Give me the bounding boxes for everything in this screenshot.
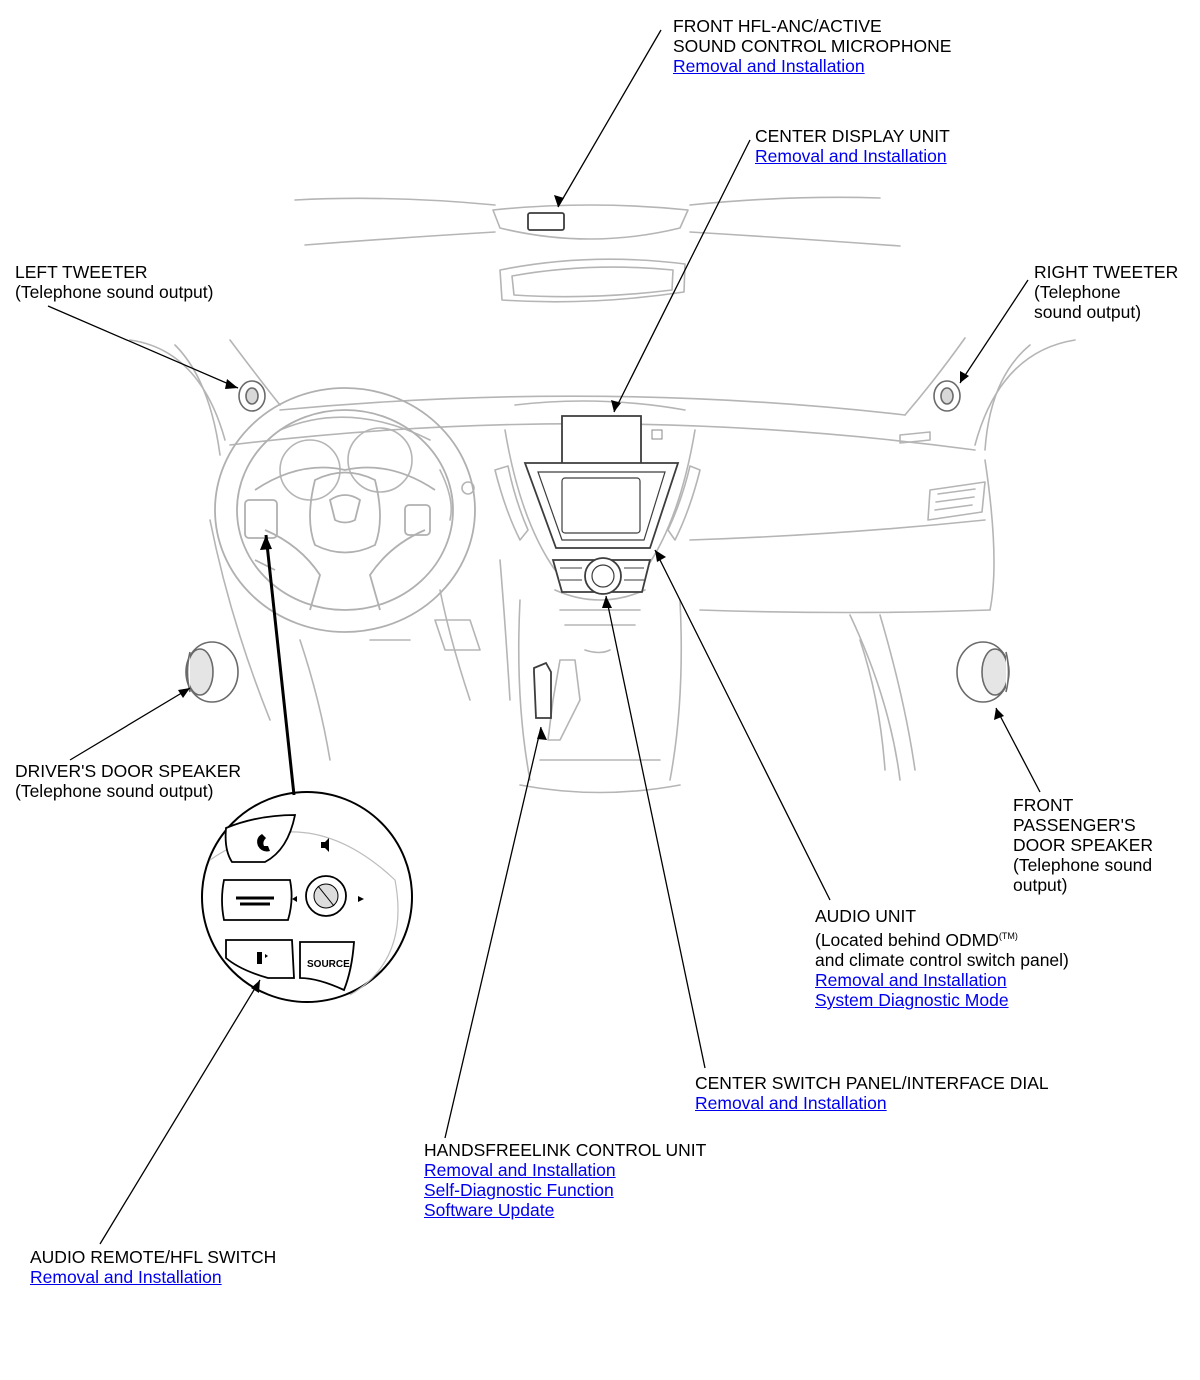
leader-front-mic	[557, 29, 662, 208]
callout-title-line1: FRONT HFL-ANC/ACTIVE	[673, 16, 882, 36]
talk-icon	[257, 952, 268, 964]
callout-line1: FRONT	[1013, 795, 1074, 815]
steering-wheel	[214, 387, 476, 633]
center-display-part	[561, 415, 642, 467]
left-tweeter-part	[238, 380, 266, 412]
center-display-removal-link[interactable]: Removal and Installation	[755, 146, 947, 166]
interior-line-art	[129, 196, 1076, 794]
speaker-icon	[321, 838, 329, 852]
callout-line3: DOOR SPEAKER	[1013, 835, 1154, 855]
leader-center-display	[613, 139, 751, 413]
remote-switch-removal-link[interactable]: Removal and Installation	[30, 1267, 222, 1287]
leader-arrowheads	[178, 195, 1004, 993]
odmd-text: (Located behind ODMD	[815, 930, 999, 950]
leader-right-tweeter	[959, 279, 1029, 384]
callout-hfl-control-unit: HANDSFREELINK CONTROL UNIT Removal and I…	[424, 1140, 706, 1220]
callout-title-line2: SOUND CONTROL MICROPHONE	[673, 36, 952, 56]
hfl-unit-removal-link[interactable]: Removal and Installation	[424, 1160, 616, 1180]
speaker-components	[185, 380, 1010, 703]
callout-title: HANDSFREELINK CONTROL UNIT	[424, 1140, 707, 1160]
right-arrow-icon	[358, 896, 364, 902]
leader-center-switch	[605, 595, 706, 1069]
callout-center-switch-panel: CENTER SWITCH PANEL/INTERFACE DIAL Remov…	[695, 1073, 1049, 1113]
trademark-mark: (TM)	[998, 931, 1018, 941]
callout-line4: (Telephone sound	[1013, 855, 1153, 875]
callout-subtitle-line2: sound output)	[1034, 302, 1142, 322]
center-switch-removal-link[interactable]: Removal and Installation	[695, 1093, 887, 1113]
leader-left-tweeter	[47, 305, 239, 389]
center-switch-panel-part	[551, 557, 652, 595]
callout-left-tweeter: LEFT TWEETER (Telephone sound output)	[15, 262, 213, 302]
callout-subtitle-line1: (Telephone	[1034, 282, 1121, 302]
callout-subtitle-line2: and climate control switch panel)	[815, 950, 1069, 970]
callout-title: CENTER DISPLAY UNIT	[755, 126, 950, 146]
callout-title: DRIVER'S DOOR SPEAKER	[15, 761, 242, 781]
hfl-control-unit-part	[533, 661, 552, 719]
phone-hangup-button-inset	[221, 879, 293, 921]
callout-title: LEFT TWEETER	[15, 262, 148, 282]
callout-title: CENTER SWITCH PANEL/INTERFACE DIAL	[695, 1073, 1049, 1093]
callout-right-tweeter: RIGHT TWEETER (Telephone sound output)	[1034, 262, 1178, 322]
callout-center-display: CENTER DISPLAY UNIT Removal and Installa…	[755, 126, 950, 166]
driver-door-speaker-part	[185, 641, 239, 703]
callout-subtitle: (Telephone sound output)	[15, 781, 214, 801]
callout-title: AUDIO UNIT	[815, 906, 917, 926]
source-label: SOURCE	[307, 959, 350, 970]
audio-unit-removal-link[interactable]: Removal and Installation	[815, 970, 1007, 990]
callout-title: RIGHT TWEETER	[1034, 262, 1179, 282]
callout-front-microphone: FRONT HFL-ANC/ACTIVE SOUND CONTROL MICRO…	[673, 16, 951, 76]
leader-passenger-door	[995, 707, 1041, 793]
phone-icon	[257, 834, 270, 852]
callout-line2: PASSENGER'S	[1013, 815, 1136, 835]
callout-line5: output)	[1013, 875, 1068, 895]
callout-audio-unit: AUDIO UNIT (Located behind ODMD(TM) and …	[815, 906, 1069, 1010]
callout-audio-remote-switch: AUDIO REMOTE/HFL SWITCH Removal and Inst…	[30, 1247, 276, 1287]
leader-audio-unit	[654, 549, 831, 901]
leader-driver-door	[69, 687, 191, 761]
source-button-inset	[299, 941, 355, 992]
callout-subtitle: (Telephone sound output)	[15, 282, 214, 302]
callout-passenger-door-speaker: FRONT PASSENGER'S DOOR SPEAKER (Telephon…	[1013, 795, 1153, 895]
leader-hfl-unit	[444, 726, 542, 1139]
hfl-unit-software-update-link[interactable]: Software Update	[424, 1200, 555, 1220]
switch-inset: SOURCE	[201, 791, 413, 1003]
leader-lines	[47, 29, 1041, 1245]
callout-subtitle-line1: (Located behind ODMD(TM)	[815, 926, 1069, 950]
leader-remote-switch	[99, 979, 261, 1245]
left-arrow-icon	[292, 896, 297, 902]
audio-unit-diagnostic-link[interactable]: System Diagnostic Mode	[815, 990, 1009, 1010]
hfl-unit-self-diagnostic-link[interactable]: Self-Diagnostic Function	[424, 1180, 614, 1200]
center-stack-components	[523, 212, 680, 719]
leader-inset	[264, 534, 296, 796]
overhead-microphone-part	[527, 212, 565, 231]
callout-title: AUDIO REMOTE/HFL SWITCH	[30, 1247, 277, 1267]
front-mic-removal-link[interactable]: Removal and Installation	[673, 56, 865, 76]
right-tweeter-part	[933, 380, 961, 412]
audio-unit-part	[523, 462, 680, 549]
passenger-door-speaker-part	[956, 641, 1010, 703]
callout-driver-door-speaker: DRIVER'S DOOR SPEAKER (Telephone sound o…	[15, 761, 241, 801]
